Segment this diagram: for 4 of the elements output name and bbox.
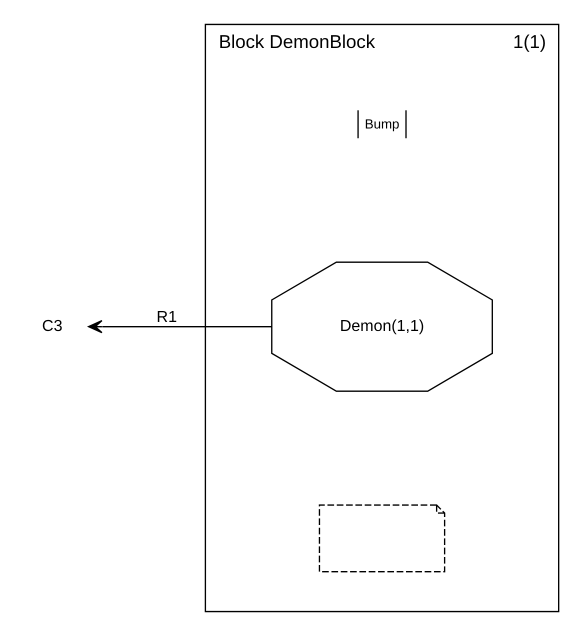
node-text: C3 xyxy=(42,318,62,335)
arrow xyxy=(87,320,272,334)
edge-label: R1 xyxy=(156,309,176,326)
label: Bump xyxy=(364,116,399,132)
